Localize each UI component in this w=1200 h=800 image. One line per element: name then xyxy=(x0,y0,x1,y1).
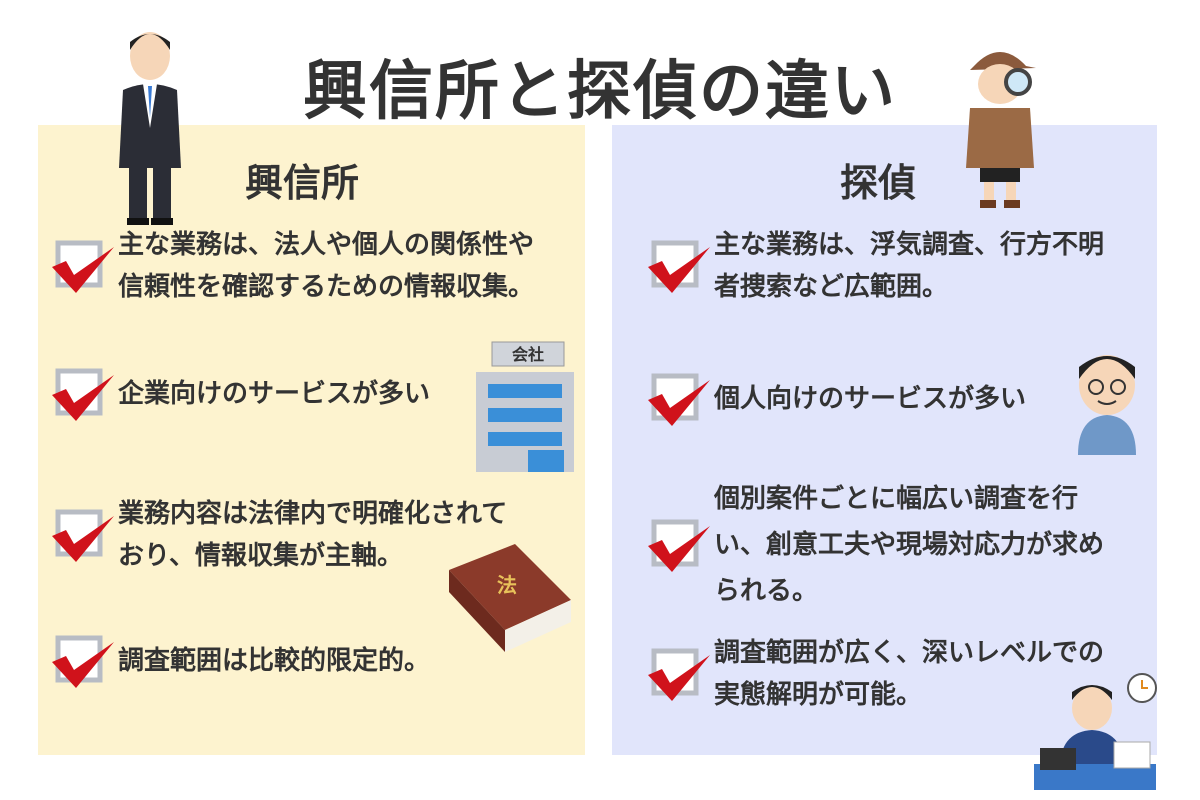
item-text: 個人向けのサービスが多い xyxy=(714,384,1027,414)
tantei-panel xyxy=(612,125,1157,755)
item-text: 個別案件ごとに幅広い調査を行 い、創意工夫や現場対応力が求め られる。 xyxy=(714,484,1105,606)
item-text: 調査範囲は比較的限定的。 xyxy=(118,646,431,676)
tantei-heading: 探偵 xyxy=(840,161,917,205)
checkmark-icon xyxy=(52,506,116,564)
building-sign: 会社 xyxy=(512,345,544,364)
busy-worker-illustration xyxy=(1034,673,1157,790)
list-item: 個別案件ごとに幅広い調査を行 い、創意工夫や現場対応力が求め られる。 xyxy=(648,476,1104,614)
checkmark-icon xyxy=(52,237,116,295)
item-text: 主な業務は、浮気調査、行方不明 者捜索など広範囲。 xyxy=(714,230,1105,302)
page-title: 興信所と探偵の違い xyxy=(303,55,897,129)
businessman-illustration xyxy=(119,32,181,225)
list-item: 調査範囲が広く、深いレベルでの 実態解明が可能。 xyxy=(648,632,1104,716)
kooshinjo-heading: 興信所 xyxy=(245,161,360,205)
checkmark-icon xyxy=(648,516,712,574)
list-item: 業務内容は法律内で明確化されて おり、情報収集が主軸。 xyxy=(52,493,507,577)
item-text: 企業向けのサービスが多い xyxy=(118,379,431,409)
item-text: 調査範囲が広く、深いレベルでの 実態解明が可能。 xyxy=(714,638,1105,710)
detective-illustration xyxy=(966,52,1036,208)
checkmark-icon xyxy=(52,632,116,690)
checkmark-icon xyxy=(648,370,712,428)
person-illustration xyxy=(1078,355,1136,455)
list-item: 企業向けのサービスが多い xyxy=(52,365,430,423)
book-label: 法 xyxy=(497,573,517,597)
list-item: 主な業務は、法人や個人の関係性や 信頼性を確認するための情報収集。 xyxy=(52,224,534,308)
checkmark-icon xyxy=(52,365,116,423)
checkmark-icon xyxy=(648,237,712,295)
item-text: 業務内容は法律内で明確化されて おり、情報収集が主軸。 xyxy=(118,499,508,571)
list-item: 個人向けのサービスが多い xyxy=(648,370,1026,428)
item-text: 主な業務は、法人や個人の関係性や 信頼性を確認するための情報収集。 xyxy=(118,230,535,302)
checkmark-icon xyxy=(648,645,712,703)
company-building-illustration: 会社 xyxy=(476,341,574,472)
list-item: 調査範囲は比較的限定的。 xyxy=(52,632,430,690)
law-book-illustration: 法 xyxy=(449,544,571,652)
list-item: 主な業務は、浮気調査、行方不明 者捜索など広範囲。 xyxy=(648,224,1104,308)
